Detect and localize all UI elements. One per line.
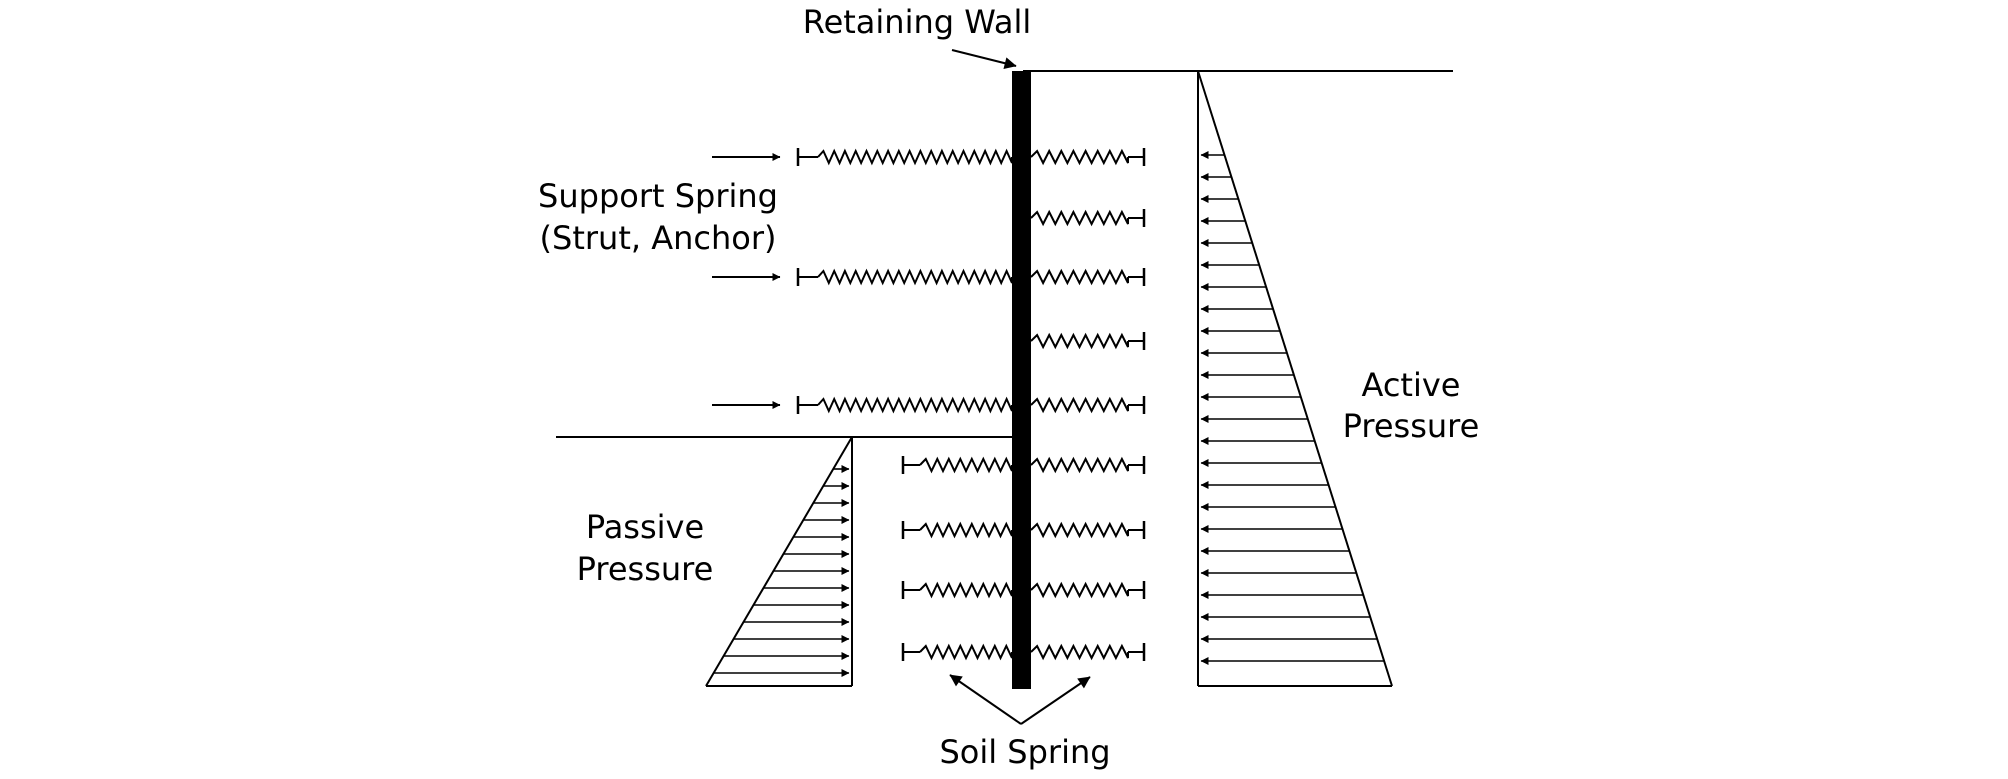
soil-spring-right-8 <box>1030 581 1146 599</box>
support-spring-3-coil <box>817 396 1013 414</box>
active-pressure-label-line2: Pressure <box>1343 407 1480 445</box>
support-force-arrows <box>712 153 781 409</box>
soil-spring-right-1 <box>1030 148 1146 166</box>
retaining-wall-pointer-arrow <box>951 49 1017 70</box>
soil-spring-right-6-coil <box>1030 456 1129 474</box>
soil-spring-right-1-coil <box>1030 148 1129 166</box>
support-spring-2-coil <box>817 268 1013 286</box>
soil-spring-right-9 <box>1030 643 1146 661</box>
passive-pressure-diagram <box>705 436 853 687</box>
soil-spring-right-4-coil <box>1030 332 1129 350</box>
soil-spring-left-3-coil <box>919 581 1013 599</box>
support-spring-3 <box>796 396 1013 414</box>
soil-spring-right-3 <box>1030 268 1146 286</box>
active-pressure-diagram <box>1197 70 1393 687</box>
soil-spring-right-7-coil <box>1030 521 1129 539</box>
soil-spring-left-3 <box>901 581 1013 599</box>
support-spring-label-line2: (Strut, Anchor) <box>540 219 777 257</box>
soil-spring-left-1-coil <box>919 456 1013 474</box>
support-spring-2 <box>796 268 1013 286</box>
support-spring-1-coil <box>817 148 1013 166</box>
support-spring-label-line1: Support Spring <box>538 177 778 215</box>
soil-spring-right-2-coil <box>1030 209 1129 227</box>
soil-spring-right-8-coil <box>1030 581 1129 599</box>
soil-springs <box>901 148 1146 661</box>
soil-spring-right-6 <box>1030 456 1146 474</box>
soil-spring-left-1 <box>901 456 1013 474</box>
active-pressure-label-line1: Active <box>1362 366 1461 404</box>
support-springs <box>796 148 1013 414</box>
soil-spring-pointer-arrow-right <box>1020 676 1091 725</box>
soil-spring-left-4-coil <box>919 643 1013 661</box>
passive-pressure-label-line2: Pressure <box>577 550 714 588</box>
support-spring-1 <box>796 148 1013 166</box>
retaining-wall-label: Retaining Wall <box>803 3 1031 41</box>
retaining-wall <box>1012 71 1031 689</box>
passive-pressure-hypotenuse <box>705 436 853 687</box>
soil-spring-right-5-coil <box>1030 396 1129 414</box>
soil-spring-left-2 <box>901 521 1013 539</box>
soil-spring-left-2-coil <box>919 521 1013 539</box>
passive-pressure-arrows <box>713 465 850 677</box>
passive-pressure-label-line1: Passive <box>586 508 704 546</box>
soil-spring-pointer-arrow-left <box>949 674 1022 725</box>
active-pressure-arrows <box>1200 151 1385 665</box>
soil-spring-left-4 <box>901 643 1013 661</box>
soil-spring-right-3-coil <box>1030 268 1129 286</box>
soil-spring-right-5 <box>1030 396 1146 414</box>
soil-spring-right-7 <box>1030 521 1146 539</box>
soil-spring-right-9-coil <box>1030 643 1129 661</box>
soil-spring-right-4 <box>1030 332 1146 350</box>
active-pressure-hypotenuse <box>1197 70 1393 687</box>
soil-spring-label: Soil Spring <box>939 733 1110 771</box>
soil-spring-right-2 <box>1030 209 1146 227</box>
